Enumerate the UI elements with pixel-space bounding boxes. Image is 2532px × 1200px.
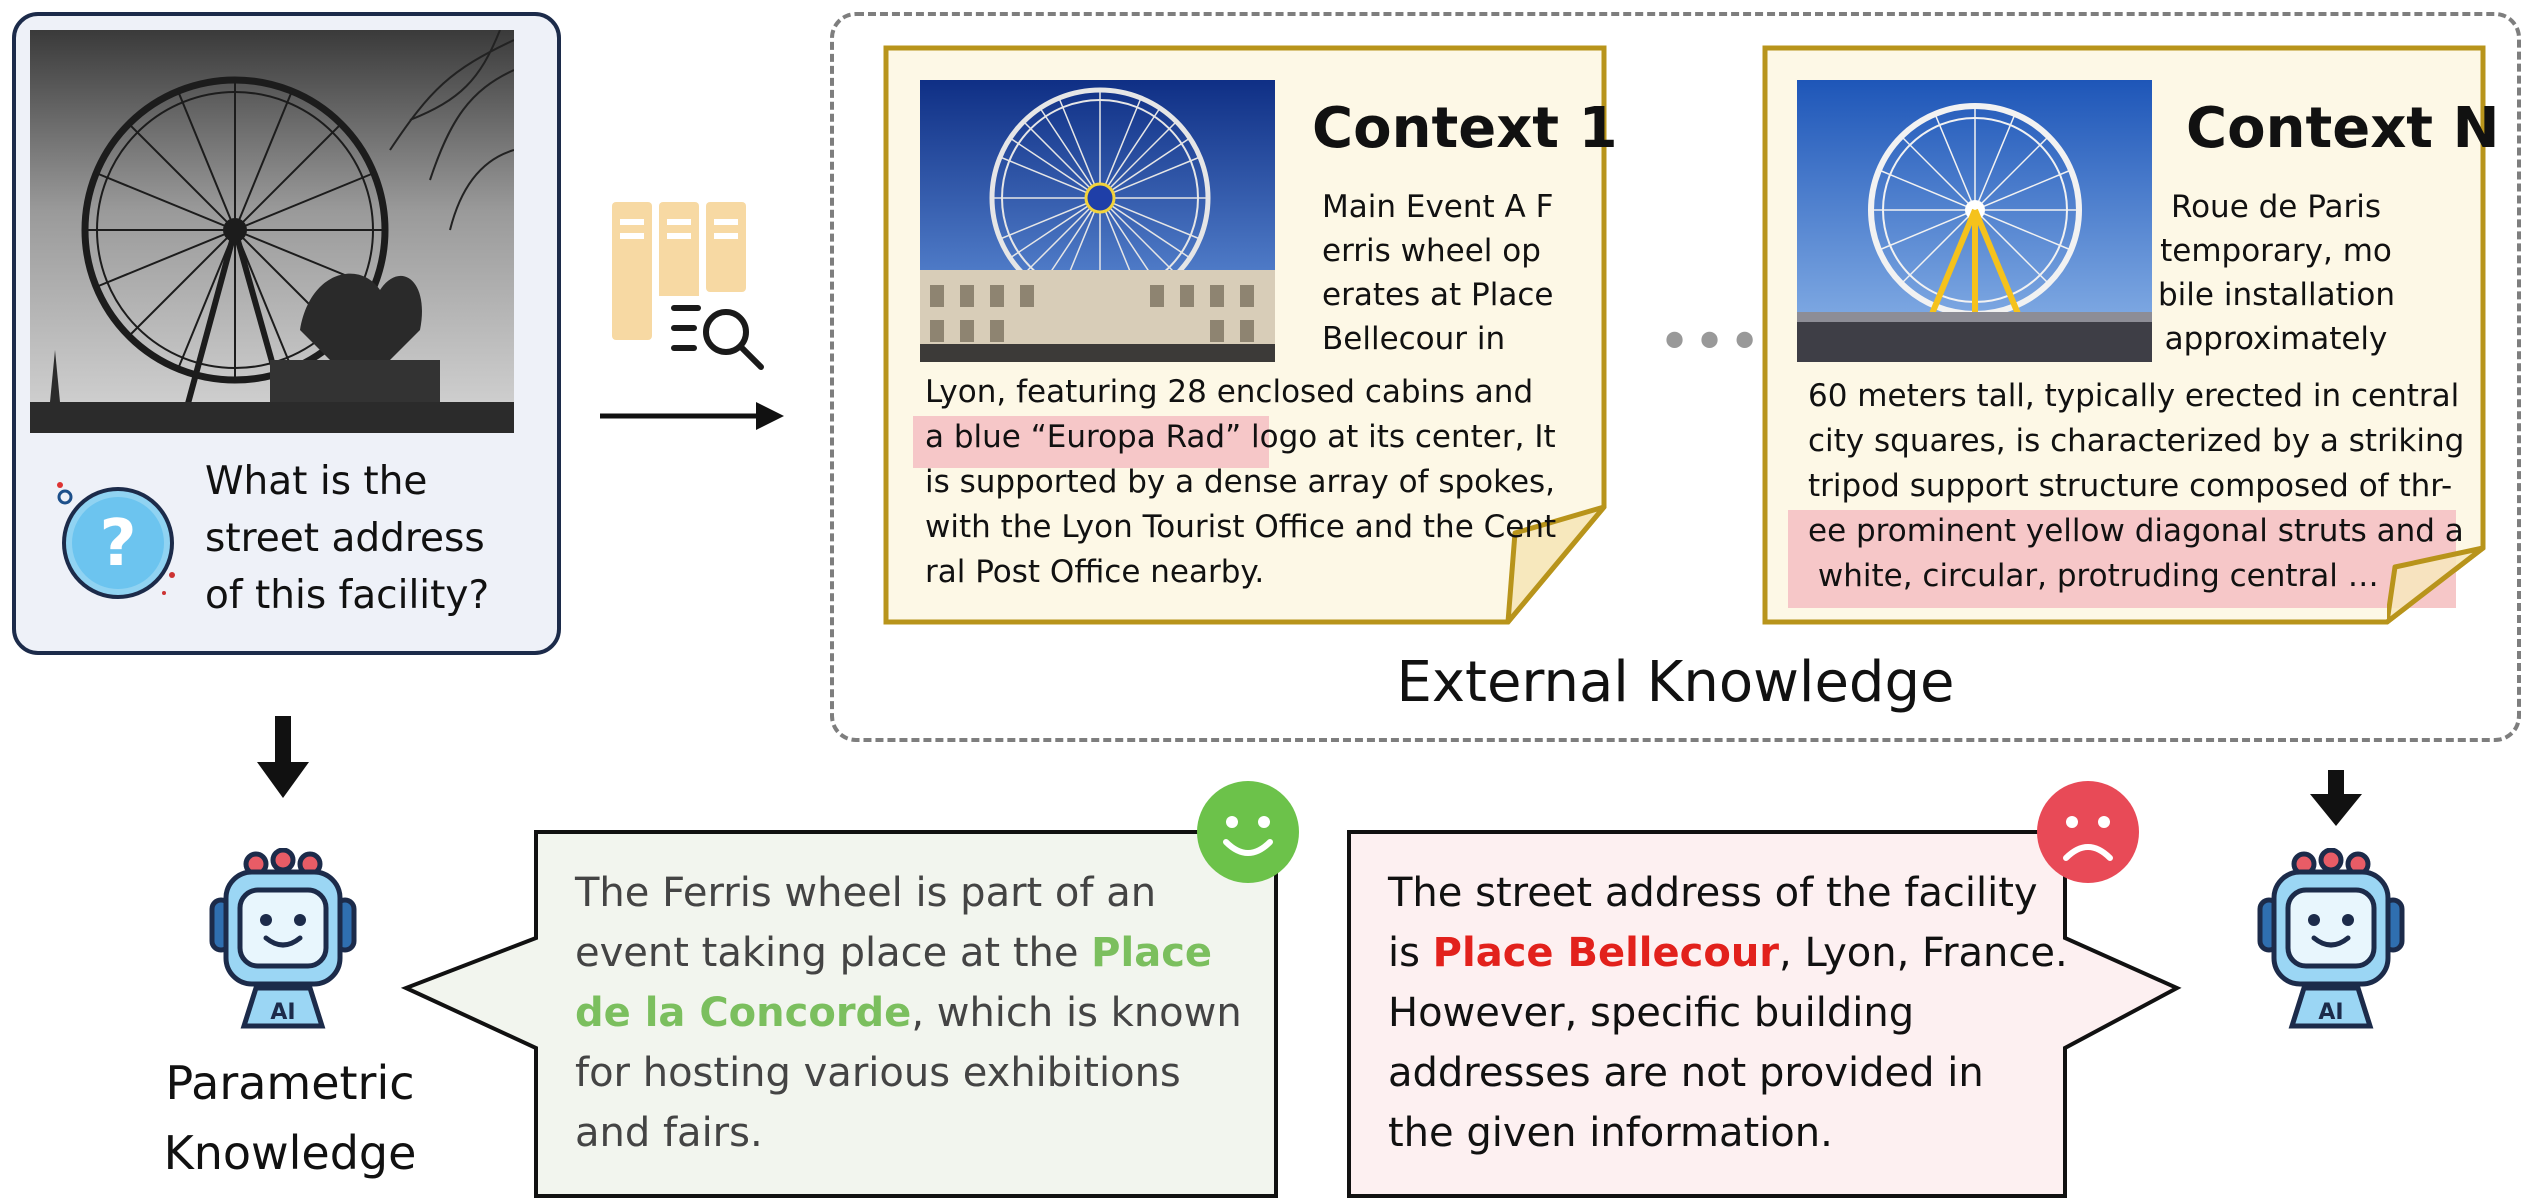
answer-text: , which is known for hosting various exh… — [575, 990, 1242, 1156]
robot-icon: AI — [2257, 848, 2405, 1029]
card-page-curl — [2387, 545, 2486, 625]
parametric-answer-bubble — [400, 830, 1278, 1198]
answer-location: de la Concorde — [575, 990, 912, 1036]
external-knowledge-label: External Knowledge — [1396, 650, 1955, 715]
context-body-text: Lyon, featuring 28 enclosed cabins and — [925, 374, 1534, 410]
more-contexts-ellipsis: ••• — [1658, 310, 1764, 375]
context-side-text: Roue de Paris temporary, mo bile install… — [2158, 189, 2395, 357]
parametric-answer-text: The Ferris wheel is part of an event tak… — [575, 863, 1242, 1163]
ferris-wheel-photo-grayscale — [30, 30, 514, 433]
context-body: 60 meters tall, typically erected in cen… — [1808, 374, 2464, 599]
question-text: What is the street address of this facil… — [205, 453, 545, 624]
rag-answer-text: The street address of the facility is Pl… — [1388, 863, 2068, 1163]
robot-badge-text: AI — [2318, 1000, 2343, 1025]
answer-text: The street address of the facility is — [1388, 870, 2038, 976]
ferris-wheel-photo-europa-rad — [920, 80, 1275, 362]
question-line: street address — [205, 516, 485, 561]
answer-text: , Lyon, France. However, specific buildi… — [1388, 930, 2068, 1156]
svg-text:?: ? — [99, 507, 136, 581]
context-highlight — [1788, 510, 2456, 608]
context-body: Lyon, featuring 28 enclosed cabins and a… — [925, 370, 1556, 595]
context-highlight-text: a blue “Europa Rad” logo — [925, 419, 1318, 455]
context-title: Context N — [2186, 96, 2500, 161]
context-title: Context 1 — [1312, 96, 1618, 161]
question-line: of this facility? — [205, 573, 490, 618]
context-highlight — [913, 416, 1269, 468]
question-line: What is the — [205, 459, 428, 504]
down-arrow-icon — [2310, 770, 2362, 826]
parametric-knowledge-label: Parametric Knowledge — [120, 1048, 460, 1188]
answer-location: Place — [1091, 930, 1213, 976]
down-arrow-icon — [257, 716, 309, 798]
context-highlight-text: ee prominent yellow diagonal struts and … — [1808, 513, 2464, 594]
robot-icon: AI — [209, 848, 357, 1029]
label-line: Knowledge — [163, 1126, 417, 1180]
ferris-wheel-photo-roue-de-paris — [1797, 80, 2152, 362]
label-line: Parametric — [165, 1056, 415, 1110]
document-search-icon — [612, 202, 764, 370]
context-body-text: 60 meters tall, typically erected in cen… — [1808, 378, 2465, 504]
happy-face-icon — [1197, 781, 1299, 883]
answer-text: The Ferris wheel is part of an event tak… — [575, 870, 1157, 976]
answer-location: Place Bellecour — [1432, 930, 1780, 976]
sad-face-icon — [2037, 781, 2139, 883]
external-knowledge-box — [830, 12, 2521, 742]
context-body-text: at its center, It is supported by a dens… — [925, 419, 1557, 590]
robot-badge-text: AI — [270, 1000, 295, 1025]
question-mark-icon: ? — [57, 482, 175, 599]
context-side-text: Main Event A F erris wheel op erates at … — [1322, 189, 1554, 357]
retrieve-arrow — [600, 402, 784, 430]
